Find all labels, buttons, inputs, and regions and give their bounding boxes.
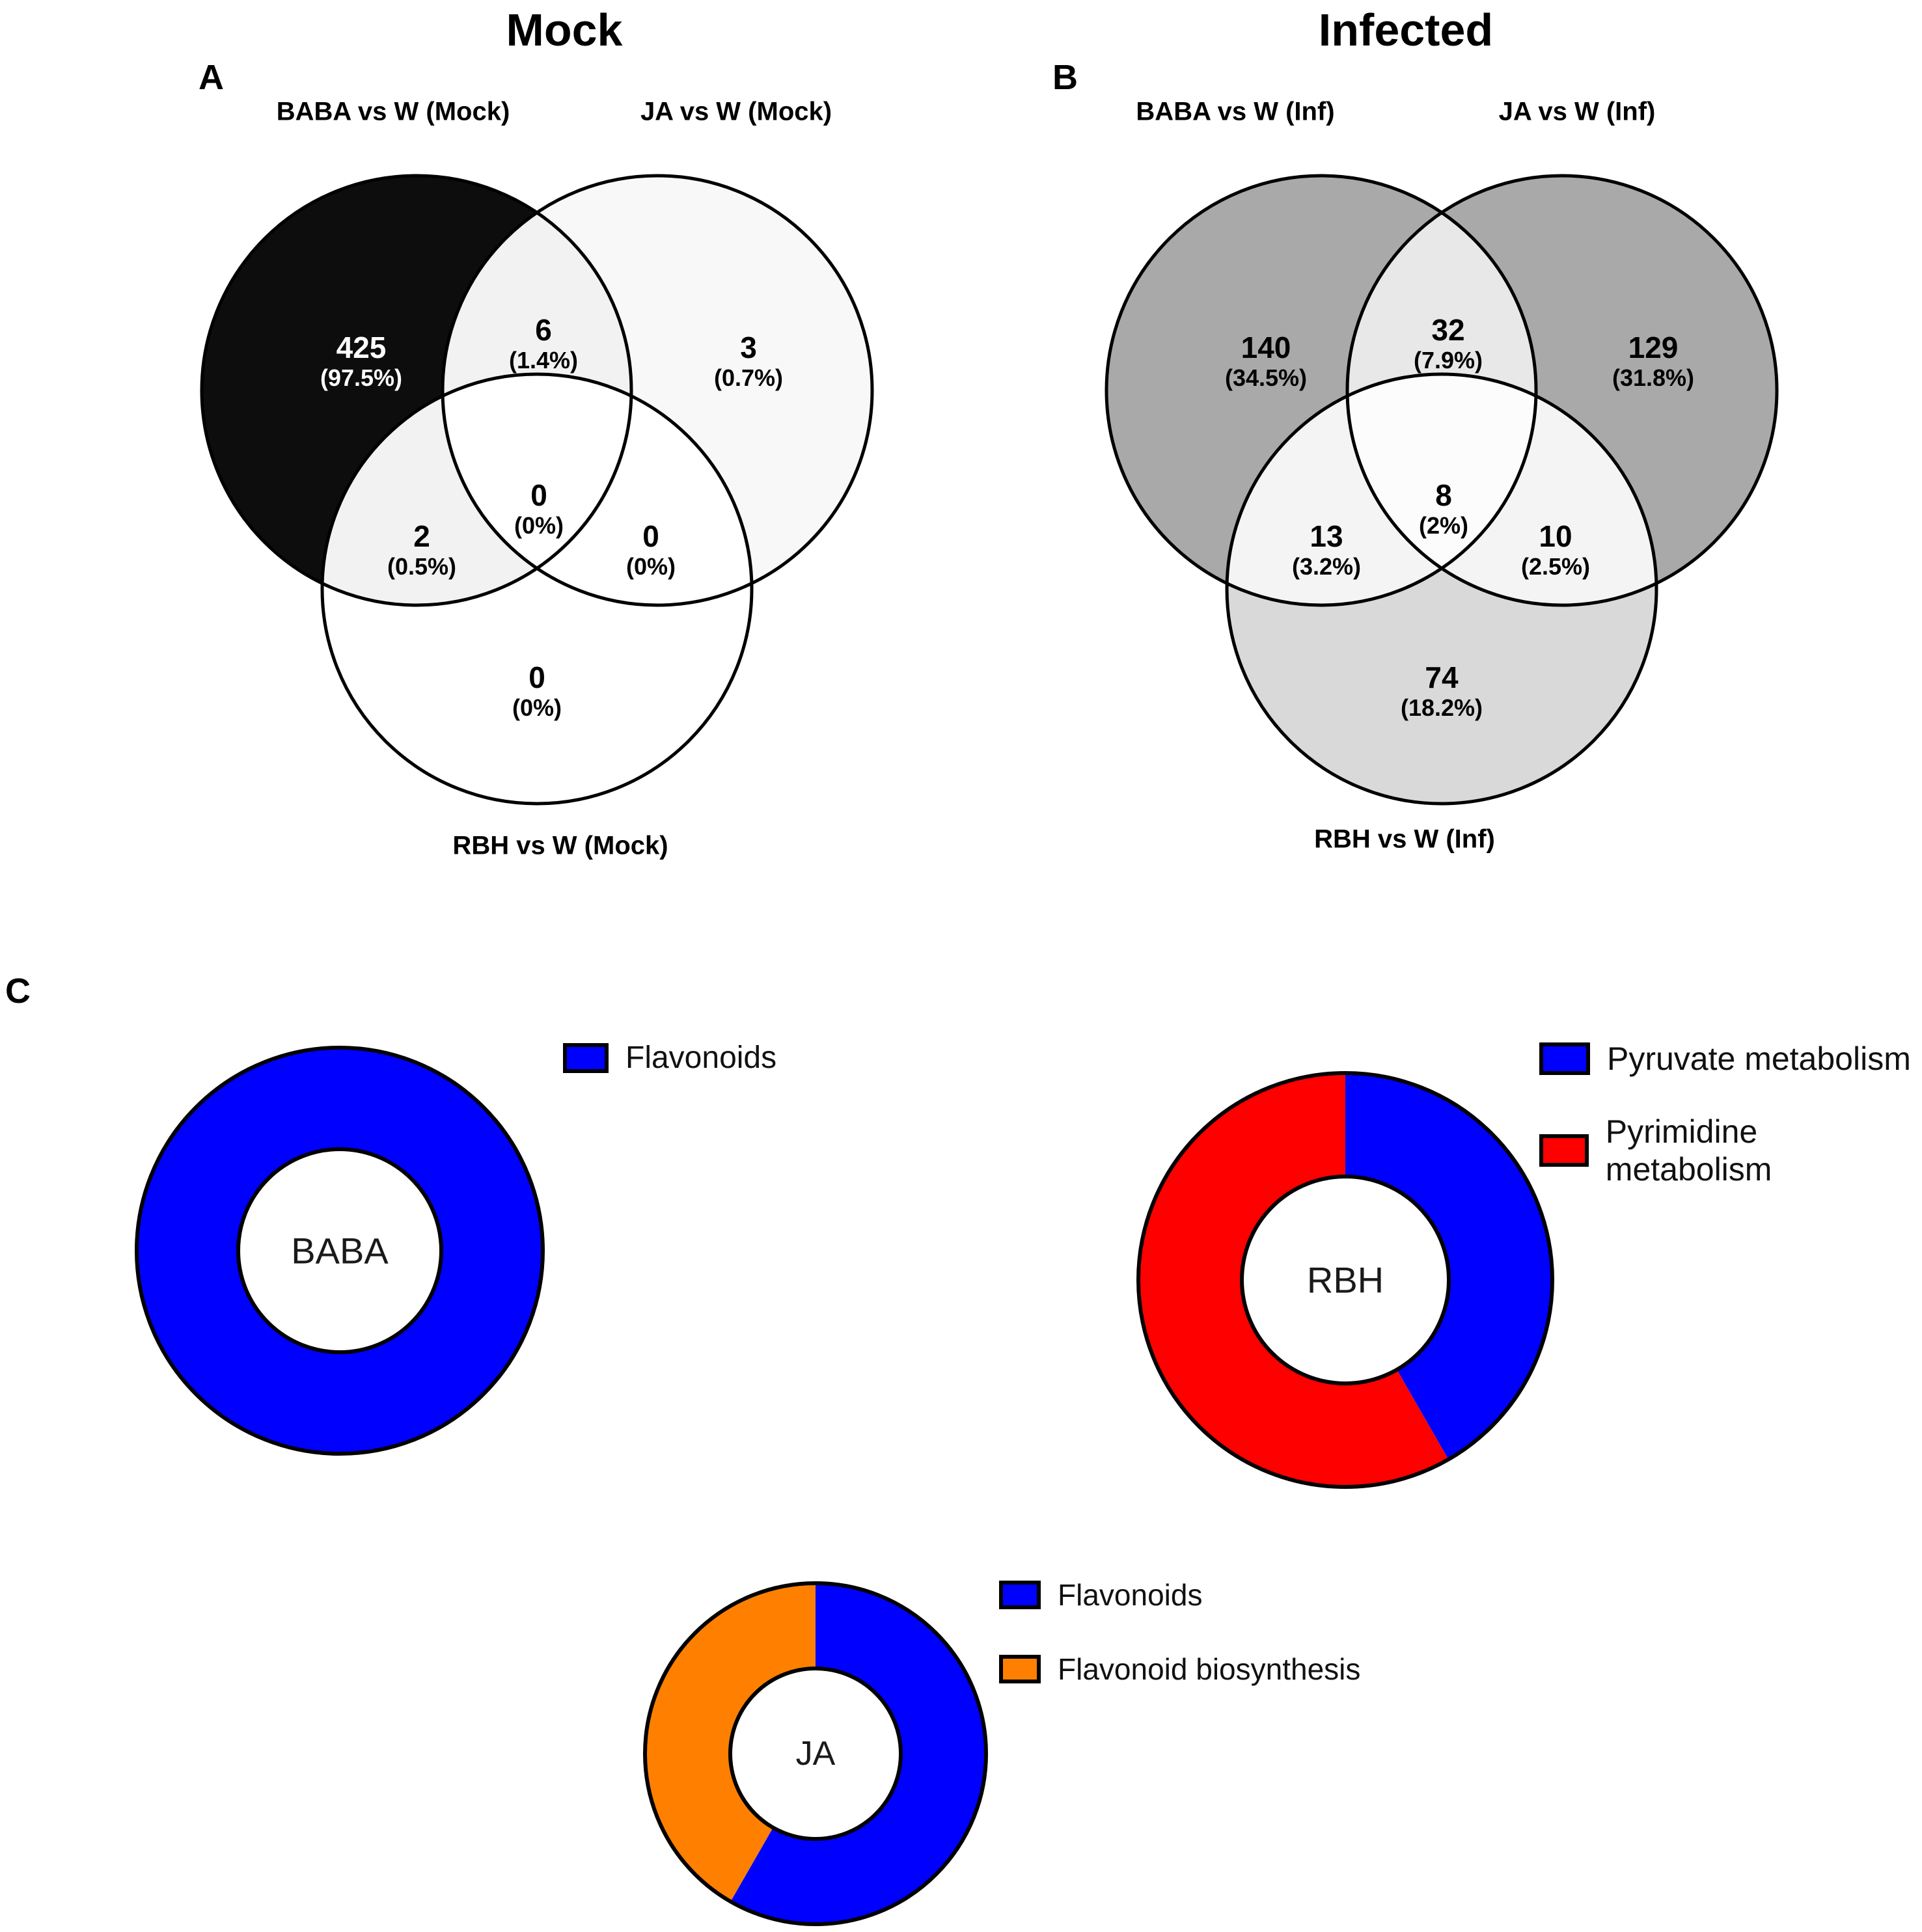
legend-swatch-blue	[999, 1581, 1041, 1609]
donut-ja-center-label: JA	[795, 1735, 836, 1773]
donut-outline	[1136, 1071, 1554, 1489]
venn-mock-region-baba-only	[202, 176, 631, 605]
count-value: 32	[1431, 313, 1465, 347]
donut-slice	[1138, 1073, 1449, 1487]
legend-label: Flavonoid biosynthesis	[1058, 1652, 1361, 1686]
donut-chart-rbh	[1136, 1071, 1554, 1489]
title-mock: Mock	[506, 5, 623, 55]
venn-mock-outline-rbh	[320, 372, 754, 806]
donut-outline	[643, 1581, 988, 1926]
venn-mock-set-label-baba: BABA vs W (Mock)	[276, 97, 510, 126]
venn-mock-outline-ja	[441, 174, 874, 607]
venn-mock-count-baba-ja: 6 (1.4%)	[509, 314, 578, 374]
donut-slice	[645, 1583, 817, 1902]
count-percent: (0%)	[514, 511, 564, 539]
venn-inf-count-center: 8 (2%)	[1419, 479, 1468, 539]
count-percent: (97.5%)	[320, 364, 403, 391]
count-percent: (2%)	[1418, 511, 1469, 539]
count-value: 74	[1425, 660, 1459, 695]
donut-outline	[135, 1046, 545, 1456]
count-percent: (1.4%)	[508, 346, 579, 374]
legend-rbh-row-pyrimidine: Pyrimidine metabolism	[1539, 1113, 1922, 1188]
venn-mock-count-ja-only: 3 (0.7%)	[714, 331, 783, 391]
count-percent: (0%)	[625, 552, 676, 580]
venn-mock-count-center: 0 (0%)	[514, 479, 564, 539]
panel-label-b: B	[1052, 58, 1078, 97]
legend-label: Flavonoids	[625, 1041, 777, 1075]
venn-mock-set-label-rbh: RBH vs W (Mock)	[452, 831, 668, 860]
legend-ja-row-flavonoids: Flavonoids	[999, 1577, 1202, 1612]
count-value: 8	[1435, 478, 1452, 513]
legend-rbh-row-pyruvate: Pyruvate metabolism	[1539, 1040, 1911, 1078]
venn-inf-set-label-ja: JA vs W (Inf)	[1498, 97, 1656, 126]
venn-inf-outline-ja	[1345, 174, 1779, 607]
count-value: 0	[642, 519, 659, 554]
venn-inf-count-rbh-only: 74 (18.2%)	[1401, 661, 1483, 721]
legend-label: Pyrimidine metabolism	[1605, 1113, 1772, 1188]
donut-slice	[1344, 1073, 1552, 1460]
donut-slice	[730, 1583, 986, 1924]
venn-mock-count-baba-only: 425 (97.5%)	[320, 331, 402, 391]
donut-outline	[1240, 1175, 1451, 1385]
count-percent: (7.9%)	[1413, 346, 1483, 374]
venn-inf-count-baba-rbh: 13 (3.2%)	[1292, 520, 1361, 580]
title-infected: Infected	[1318, 5, 1494, 55]
donut-rbh-center-label: RBH	[1306, 1259, 1384, 1301]
count-percent: (0%)	[512, 694, 562, 721]
legend-baba-row-flavonoids: Flavonoids	[563, 1040, 776, 1076]
count-percent: (2.5%)	[1520, 552, 1591, 580]
panel-label-c: C	[5, 972, 31, 1011]
count-value: 129	[1628, 331, 1679, 365]
count-value: 0	[530, 478, 547, 513]
venn-inf-count-ja-only: 129 (31.8%)	[1612, 331, 1694, 391]
venn-mock-outline-baba	[200, 174, 633, 607]
panel-label-a: A	[199, 58, 224, 97]
count-value: 425	[336, 331, 387, 365]
count-percent: (3.2%)	[1291, 552, 1362, 580]
count-percent: (0.5%)	[387, 552, 457, 580]
count-value: 3	[740, 331, 757, 365]
legend-swatch-orange	[999, 1655, 1041, 1683]
count-percent: (0.7%)	[713, 364, 784, 391]
count-value: 13	[1310, 519, 1343, 554]
donut-chart-baba	[135, 1046, 545, 1456]
venn-inf-count-baba-ja: 32 (7.9%)	[1414, 314, 1483, 374]
donut-slice	[137, 1048, 543, 1454]
venn-inf-count-ja-rbh: 10 (2.5%)	[1521, 520, 1590, 580]
donut-outline	[236, 1147, 443, 1354]
legend-ja-row-flavonoid-biosynthesis: Flavonoid biosynthesis	[999, 1652, 1360, 1687]
legend-swatch-red	[1539, 1134, 1589, 1167]
venn-mock-count-baba-rbh: 2 (0.5%)	[387, 520, 456, 580]
count-value: 140	[1241, 331, 1291, 365]
venn-inf-outline-baba	[1105, 174, 1538, 607]
venn-inf-count-baba-only: 140 (34.5%)	[1225, 331, 1307, 391]
count-value: 10	[1539, 519, 1572, 554]
donut-baba-center-label: BABA	[291, 1230, 389, 1272]
venn-diagram-mock	[200, 174, 874, 806]
count-value: 2	[413, 519, 430, 554]
count-value: 0	[529, 660, 545, 695]
venn-inf-set-label-baba: BABA vs W (Inf)	[1136, 97, 1335, 126]
count-percent: (31.8%)	[1612, 364, 1695, 391]
venn-inf-set-label-rbh: RBH vs W (Inf)	[1314, 824, 1495, 854]
legend-label: Pyruvate metabolism	[1607, 1041, 1911, 1077]
count-percent: (18.2%)	[1400, 694, 1483, 721]
venn-inf-outline-rbh	[1225, 372, 1658, 806]
donut-outline	[728, 1667, 903, 1841]
legend-swatch-blue	[563, 1042, 609, 1073]
count-value: 6	[535, 313, 552, 347]
count-percent: (34.5%)	[1224, 364, 1308, 391]
venn-mock-count-ja-rbh: 0 (0%)	[626, 520, 676, 580]
legend-label: Flavonoids	[1058, 1578, 1203, 1612]
venn-mock-set-label-ja: JA vs W (Mock)	[640, 97, 832, 126]
donut-chart-ja	[643, 1581, 988, 1926]
legend-swatch-blue	[1539, 1042, 1590, 1075]
venn-diagram-infected	[1105, 174, 1779, 806]
venn-mock-count-rbh-only: 0 (0%)	[512, 661, 562, 721]
